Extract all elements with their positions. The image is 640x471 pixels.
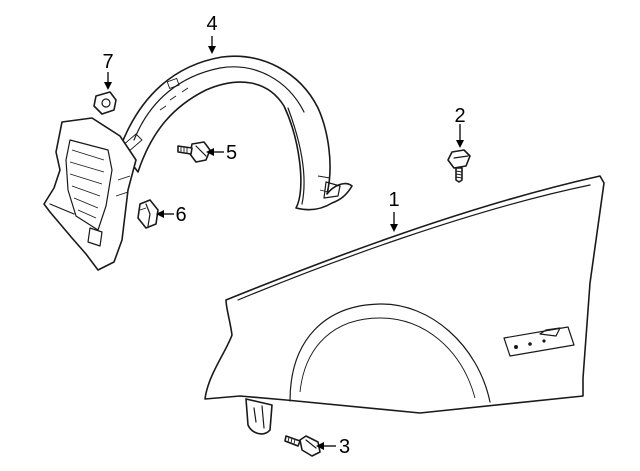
- bolt-2-part: [447, 149, 471, 183]
- callout-label-5: 5: [226, 142, 237, 164]
- callout-4: 4: [206, 13, 218, 54]
- clip-6-part: [137, 199, 159, 229]
- callout-label-1: 1: [388, 189, 399, 211]
- callout-label-4: 4: [206, 13, 217, 35]
- screw-3-part: [284, 435, 321, 457]
- callout-7: 7: [102, 51, 114, 90]
- callout-2: 2: [454, 105, 466, 148]
- callout-label-2: 2: [454, 105, 465, 127]
- callout-1: 1: [388, 189, 400, 232]
- callout-6: 6: [156, 204, 187, 226]
- splash-shield-part: [43, 117, 137, 271]
- callout-3: 3: [316, 436, 350, 458]
- wheel-liner-part: [119, 55, 353, 211]
- callout-5: 5: [206, 142, 237, 164]
- screw-5-part: [177, 141, 211, 163]
- clip-7-part: [93, 91, 117, 115]
- callout-label-7: 7: [102, 51, 113, 73]
- callout-label-6: 6: [175, 204, 186, 226]
- fender-part: [204, 175, 605, 435]
- callout-label-3: 3: [339, 436, 350, 458]
